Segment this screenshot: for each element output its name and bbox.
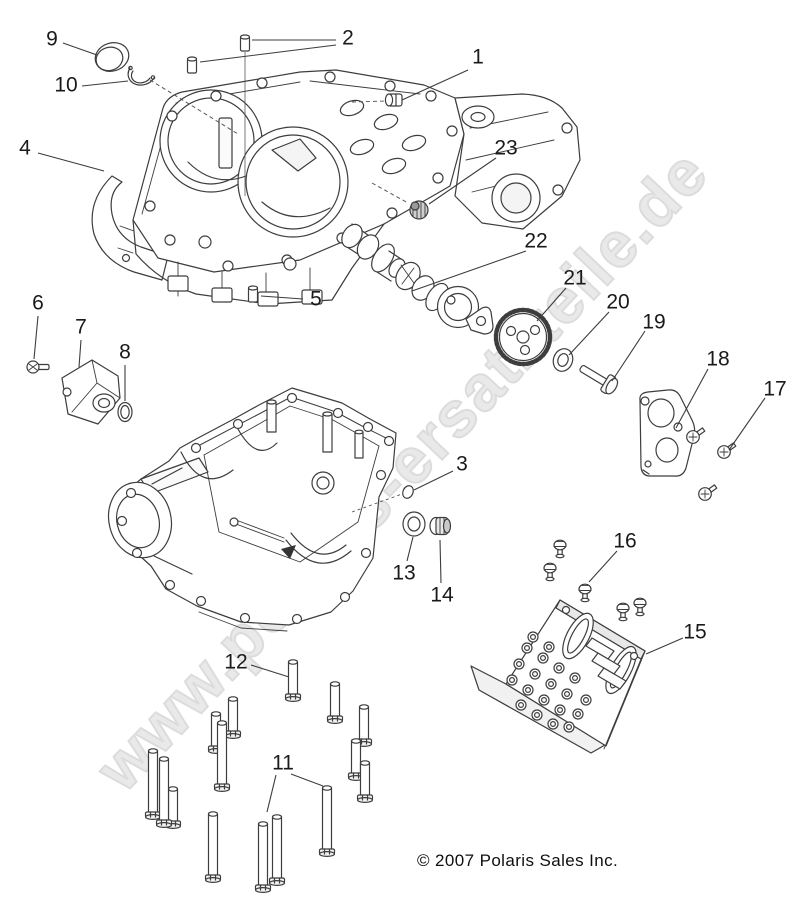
leader-line-11 [290, 773, 324, 787]
gear-21 [493, 307, 553, 367]
washer-20 [552, 348, 574, 372]
screw-16d [616, 602, 630, 622]
bolt-19 [579, 365, 619, 395]
leader-line-18 [675, 368, 709, 429]
screw-6 [26, 360, 50, 374]
callout-12: 12 [224, 650, 248, 674]
callout-16: 16 [613, 529, 637, 553]
o-ring-3 [402, 485, 414, 499]
callout-7: 7 [75, 315, 87, 339]
dowel-pin-2b [186, 56, 198, 74]
screw-17c [698, 484, 718, 501]
screw-16a [553, 539, 567, 559]
leader-line-14 [439, 539, 442, 584]
leader-line-1 [401, 69, 469, 101]
leader-line-19 [611, 330, 646, 382]
leader-line-20 [568, 311, 610, 356]
camshaft-22 [341, 223, 494, 335]
leader-line-16 [588, 550, 618, 583]
leader-line-11 [266, 774, 277, 813]
screw-16c [578, 583, 592, 603]
callout-14: 14 [430, 583, 454, 607]
callout-leader-lines [33, 39, 766, 813]
screw-16b [543, 562, 557, 582]
callout-19: 19 [642, 310, 666, 334]
o-ring-8 [117, 401, 133, 423]
callout-22: 22 [524, 229, 548, 253]
leader-line-13 [406, 536, 414, 562]
leader-line-15 [645, 637, 684, 655]
leader-line-2 [199, 44, 337, 63]
callout-21: 21 [563, 266, 587, 290]
plate-18 [639, 389, 696, 477]
screw-17b [717, 442, 737, 459]
plug-14 [429, 516, 452, 536]
leader-line-4 [37, 152, 105, 172]
leader-line-5 [260, 295, 304, 300]
dowel-pin-5 [247, 285, 259, 303]
copyright-text: © 2007 Polaris Sales Inc. [417, 851, 619, 870]
plug-1 [384, 93, 403, 107]
leader-line-22 [411, 250, 527, 292]
circlip-10 [127, 65, 156, 86]
washer-13 [402, 511, 426, 537]
leader-line-7 [78, 339, 82, 368]
leader-line-3 [413, 470, 454, 491]
plug-23 [409, 200, 429, 220]
callout-2: 2 [342, 26, 354, 50]
dowel-pin-2a [239, 34, 251, 52]
callout-11: 11 [272, 751, 294, 775]
callout-1: 1 [472, 45, 484, 69]
callout-10: 10 [54, 73, 78, 97]
callout-3: 3 [456, 452, 468, 476]
callout-15: 15 [683, 620, 707, 644]
sensor-7 [61, 359, 121, 425]
leader-line-12 [250, 664, 290, 678]
callout-6: 6 [32, 291, 44, 315]
assembly-axis-lines [149, 52, 409, 513]
plug-cap-9 [94, 42, 130, 72]
callout-9: 9 [46, 27, 58, 51]
callout-17: 17 [763, 377, 787, 401]
leader-line-10 [81, 80, 129, 87]
callout-13: 13 [392, 561, 416, 585]
upper-crankcase-drawing [91, 69, 581, 307]
leader-line-6 [33, 315, 39, 360]
leader-line-9 [62, 42, 98, 56]
callout-5: 5 [310, 287, 322, 311]
leader-line-21 [536, 287, 567, 322]
baffle-plate-15 [470, 599, 646, 754]
leader-line-17 [728, 397, 766, 451]
lower-crankcase-drawing [107, 387, 397, 632]
callout-23: 23 [494, 136, 518, 160]
callout-20: 20 [606, 290, 630, 314]
callout-18: 18 [706, 347, 730, 371]
leader-line-23 [428, 157, 497, 205]
callout-4: 4 [19, 136, 31, 160]
screw-16e [633, 597, 647, 617]
callout-8: 8 [119, 340, 131, 364]
